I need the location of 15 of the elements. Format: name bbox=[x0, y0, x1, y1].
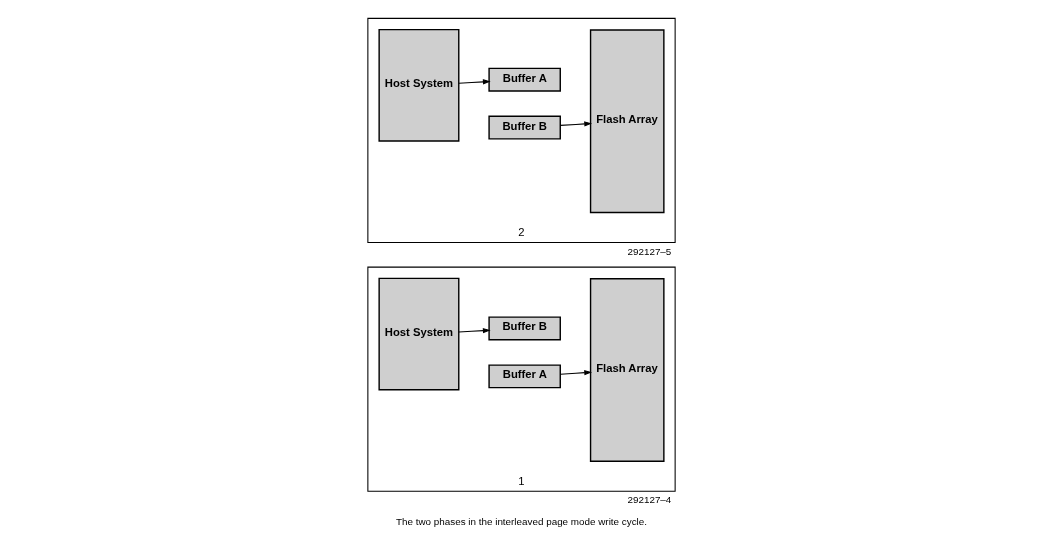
node-box: Host System bbox=[378, 277, 460, 391]
node-box: Flash Array bbox=[589, 278, 665, 462]
caption: The two phases in the interleaved page mode write cycle. bbox=[395, 516, 648, 528]
node-label: 292127–4 bbox=[627, 494, 672, 506]
node-label: 292127–5 bbox=[627, 245, 672, 257]
node-box: Flash Array bbox=[589, 29, 665, 214]
arrow bbox=[458, 327, 491, 334]
node-box: Buffer B bbox=[488, 115, 561, 140]
node-box: Buffer A bbox=[488, 67, 561, 92]
node-box: Host System bbox=[378, 28, 460, 142]
node-box: Buffer B bbox=[488, 316, 561, 341]
node-box: Buffer A bbox=[488, 364, 561, 389]
arrow bbox=[559, 121, 593, 127]
arrow bbox=[559, 369, 593, 376]
arrow bbox=[458, 79, 491, 85]
